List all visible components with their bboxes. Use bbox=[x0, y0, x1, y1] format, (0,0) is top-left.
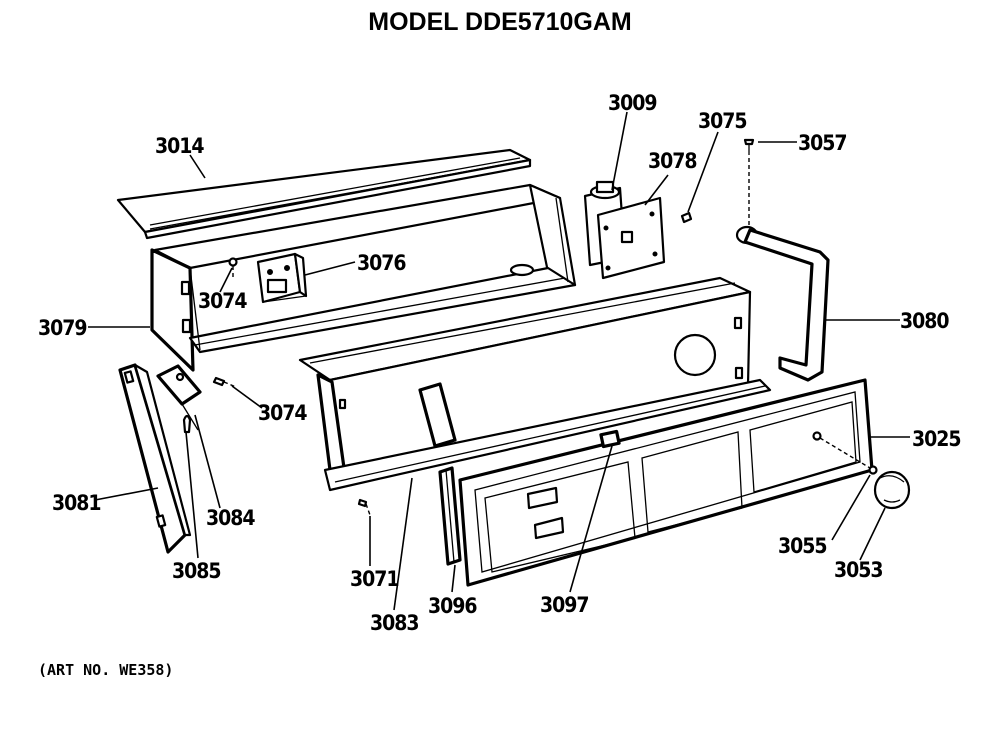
callout-3025: 3025 bbox=[912, 427, 961, 451]
callout-3096: 3096 bbox=[428, 594, 477, 618]
part-3074-screw-upper bbox=[228, 257, 238, 280]
callout-3057: 3057 bbox=[798, 131, 847, 155]
art-number: (ART NO. WE358) bbox=[38, 661, 173, 679]
callout-3079: 3079 bbox=[38, 316, 87, 340]
callout-3055: 3055 bbox=[778, 534, 827, 558]
part-3074-screw-lower bbox=[212, 376, 237, 388]
callout-3084: 3084 bbox=[206, 506, 255, 530]
part-3075-screw bbox=[680, 211, 693, 224]
callout-3097: 3097 bbox=[540, 593, 589, 617]
part-3014-top-cover bbox=[116, 148, 532, 240]
callout-3078: 3078 bbox=[648, 149, 697, 173]
part-3079-rear-frame bbox=[150, 183, 577, 372]
callout-3053: 3053 bbox=[834, 558, 883, 582]
part-3025-front-panel bbox=[458, 378, 878, 587]
part-3085-clip bbox=[182, 414, 192, 434]
callout-3083: 3083 bbox=[370, 611, 419, 635]
callout-3074-lower: 3074 bbox=[258, 401, 307, 425]
callout-3085: 3085 bbox=[172, 559, 221, 583]
callout-3071: 3071 bbox=[350, 567, 399, 591]
part-3083-panel-housing bbox=[298, 276, 772, 492]
callout-3009: 3009 bbox=[608, 91, 657, 115]
part-3057-screw bbox=[743, 138, 755, 228]
model-title: MODEL DDE5710GAM bbox=[368, 8, 632, 36]
part-3081-left-bracket bbox=[118, 363, 192, 554]
part-3096-strip bbox=[438, 466, 462, 566]
part-3084-bracket bbox=[156, 364, 202, 431]
callout-3074-upper: 3074 bbox=[198, 289, 247, 313]
callout-3080: 3080 bbox=[900, 309, 949, 333]
part-3076-switch bbox=[256, 252, 308, 304]
leader-lines bbox=[88, 111, 910, 611]
part-3053-knob bbox=[873, 470, 911, 510]
callout-3014: 3014 bbox=[155, 134, 204, 158]
part-3071-screw bbox=[357, 498, 371, 516]
callout-3075: 3075 bbox=[698, 109, 747, 133]
callout-3081: 3081 bbox=[52, 491, 101, 515]
callout-3076: 3076 bbox=[357, 251, 406, 275]
part-3080-right-bracket bbox=[735, 225, 830, 382]
part-3078-plate bbox=[596, 196, 666, 280]
callout-labels: 3014 3079 3074 3076 3074 3081 3084 3085 … bbox=[38, 91, 962, 635]
part-3097-center-bracket bbox=[599, 429, 621, 449]
